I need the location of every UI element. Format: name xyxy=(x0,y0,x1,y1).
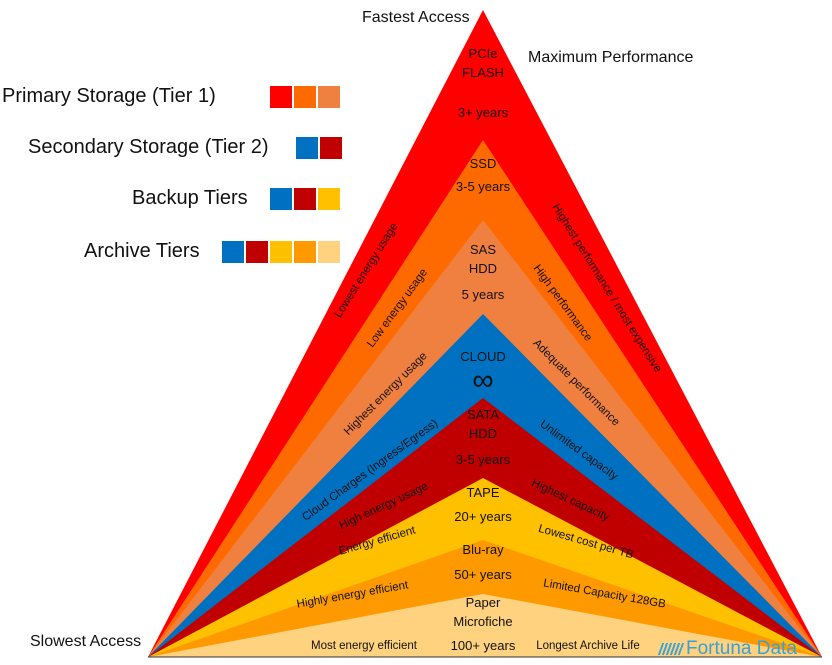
slowest-access-label: Slowest Access xyxy=(30,633,142,650)
tier-paper-label: Paper xyxy=(466,595,501,610)
legend-backup-tiers-label: Backup Tiers xyxy=(132,187,248,209)
tier-sata-label: SATA xyxy=(467,407,499,422)
tier-bluray-lifespan: 50+ years xyxy=(454,567,512,582)
legend-primary-storage-label: Primary Storage (Tier 1) xyxy=(2,85,216,107)
tier-sata-label-2: HDD xyxy=(469,426,497,441)
legend-swatch xyxy=(318,86,340,108)
legend-swatch xyxy=(246,241,268,263)
legend-primary-swatches xyxy=(270,86,340,108)
legend-secondary-swatches xyxy=(296,137,342,159)
fortuna-data-logo: Fortuna Data xyxy=(657,638,797,660)
legend-swatch xyxy=(294,86,316,108)
legend-swatch xyxy=(320,137,342,159)
legend-swatch xyxy=(270,241,292,263)
legend-archive-swatches xyxy=(222,241,340,263)
infinity-icon: ∞ xyxy=(472,364,493,397)
tier-pcie-lifespan: 3+ years xyxy=(458,105,509,120)
tier-sata-lifespan: 3-5 years xyxy=(456,452,511,467)
tier-tape-lifespan: 20+ years xyxy=(454,509,512,524)
tier-pcie-label: PCIe xyxy=(469,46,498,61)
tier-pcie-label-2: FLASH xyxy=(462,65,504,80)
tier-tape-label: TAPE xyxy=(467,485,500,500)
legend-swatch xyxy=(222,241,244,263)
legend-swatch xyxy=(294,241,316,263)
tier-cloud-label: CLOUD xyxy=(460,349,506,364)
tier-sas-label: SAS xyxy=(470,242,496,257)
right-note-7: Longest Archive Life xyxy=(536,640,640,652)
left-note-7: Most energy efficient xyxy=(311,640,418,652)
legend-swatch xyxy=(318,188,340,210)
tier-ssd-label: SSD xyxy=(470,156,497,171)
tier-paper-label-2: Microfiche xyxy=(453,614,512,629)
legend-swatch xyxy=(270,188,292,210)
tier-paper-lifespan: 100+ years xyxy=(451,638,516,653)
legend-swatch xyxy=(270,86,292,108)
tier-sas-lifespan: 5 years xyxy=(462,287,505,302)
legend-swatch xyxy=(318,241,340,263)
tier-sas-label-2: HDD xyxy=(469,261,497,276)
legend-secondary-storage-label: Secondary Storage (Tier 2) xyxy=(28,136,269,158)
legend-swatch xyxy=(294,188,316,210)
pyramid-layer-paper-microfiche xyxy=(148,594,822,657)
fastest-access-label: Fastest Access xyxy=(362,9,470,26)
tier-bluray-label: Blu-ray xyxy=(462,542,504,557)
maximum-performance-label: Maximum Performance xyxy=(528,49,694,66)
legend-archive-tiers-label: Archive Tiers xyxy=(84,240,200,262)
tier-ssd-lifespan: 3-5 years xyxy=(456,179,511,194)
legend-backup-swatches xyxy=(270,188,340,210)
legend-swatch xyxy=(296,137,318,159)
